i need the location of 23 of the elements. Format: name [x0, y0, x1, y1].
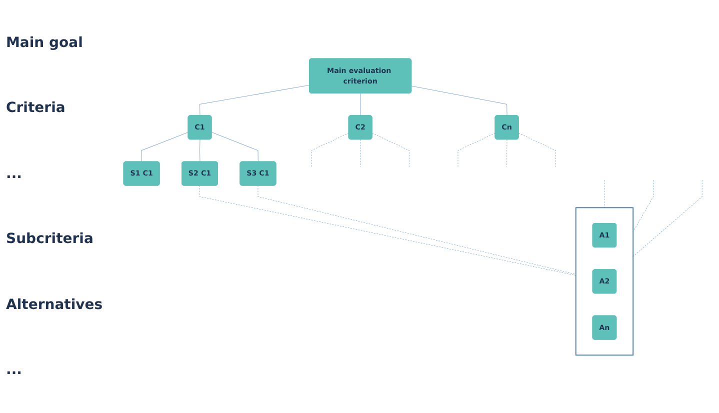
level-label: Criteria [6, 100, 66, 116]
connector [518, 132, 556, 167]
connector [604, 180, 605, 208]
connector [506, 138, 508, 167]
connector [199, 84, 310, 116]
connector [141, 132, 189, 162]
cluster [575, 206, 634, 356]
level-label: ... [6, 362, 23, 378]
connector [360, 138, 361, 167]
connector [200, 184, 576, 276]
level-label: Alternatives [6, 296, 104, 313]
level-label: Subcriteria [6, 231, 94, 248]
connector [372, 132, 410, 167]
level-label: ... [6, 166, 23, 182]
connector [458, 132, 496, 167]
level-label: Main goal [6, 34, 84, 51]
connector [258, 184, 576, 274]
connector [632, 180, 702, 257]
connector [632, 180, 654, 232]
connector [211, 132, 258, 162]
connector [360, 92, 361, 116]
connector [411, 85, 508, 116]
connector [311, 132, 350, 167]
